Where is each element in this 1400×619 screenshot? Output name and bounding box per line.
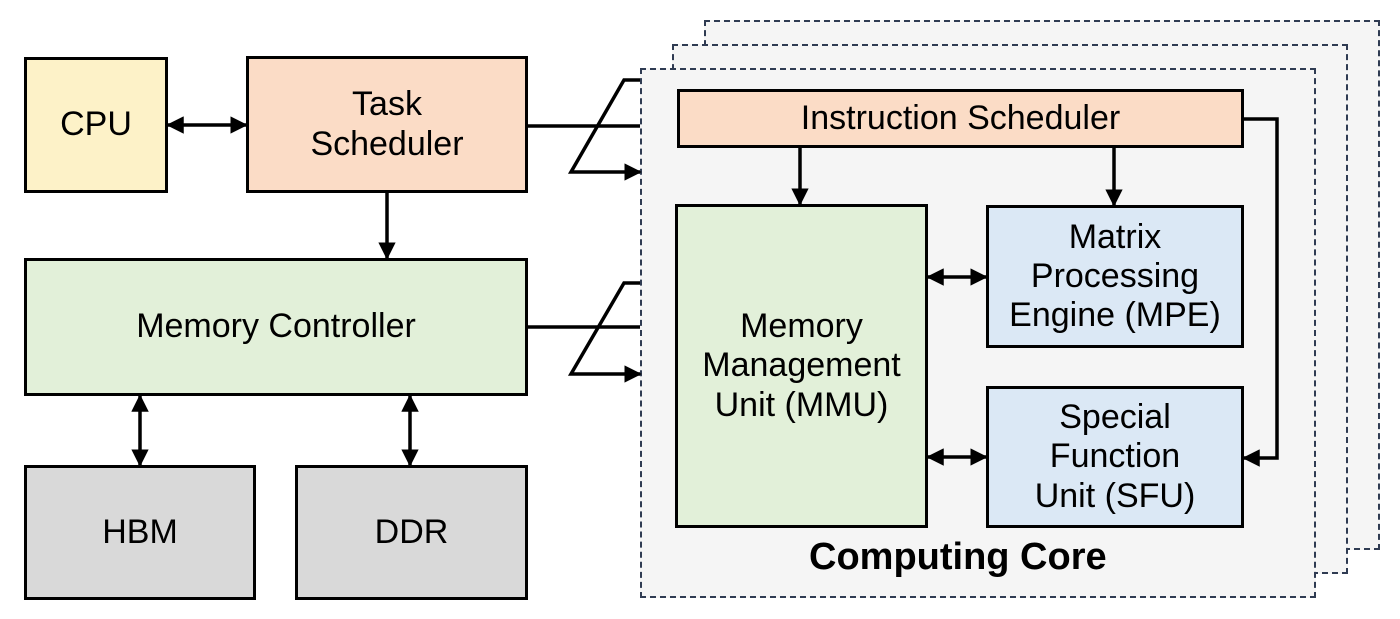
memory-controller-fanout <box>567 281 642 383</box>
mpe-block: Matrix Processing Engine (MPE) <box>986 205 1244 348</box>
ddr-label: DDR <box>374 512 449 551</box>
ddr-block: DDR <box>295 465 528 600</box>
mmu-label: Memory Management Unit (MMU) <box>702 307 901 424</box>
cpu-block: CPU <box>24 57 168 193</box>
mpe-label: Matrix Processing Engine (MPE) <box>1009 217 1221 335</box>
cpu-label: CPU <box>60 105 132 144</box>
sfu-block: Special Function Unit (SFU) <box>986 386 1244 528</box>
computing-core-title: Computing Core <box>809 536 1107 578</box>
task-scheduler-block: Task Scheduler <box>246 56 528 193</box>
hbm-block: HBM <box>24 465 256 600</box>
memory-controller-label: Memory Controller <box>136 307 416 346</box>
memory-controller-block: Memory Controller <box>24 258 528 396</box>
instruction-scheduler-label: Instruction Scheduler <box>800 98 1121 137</box>
instruction-scheduler-block: Instruction Scheduler <box>677 89 1244 148</box>
instruction-scheduler-to-sfu-arrow <box>1242 117 1279 467</box>
sfu-label: Special Function Unit (SFU) <box>1034 398 1196 515</box>
hbm-label: HBM <box>102 512 178 551</box>
mmu-block: Memory Management Unit (MMU) <box>675 204 928 528</box>
task-scheduler-fanout <box>567 78 642 181</box>
task-scheduler-label: Task Scheduler <box>310 85 464 163</box>
